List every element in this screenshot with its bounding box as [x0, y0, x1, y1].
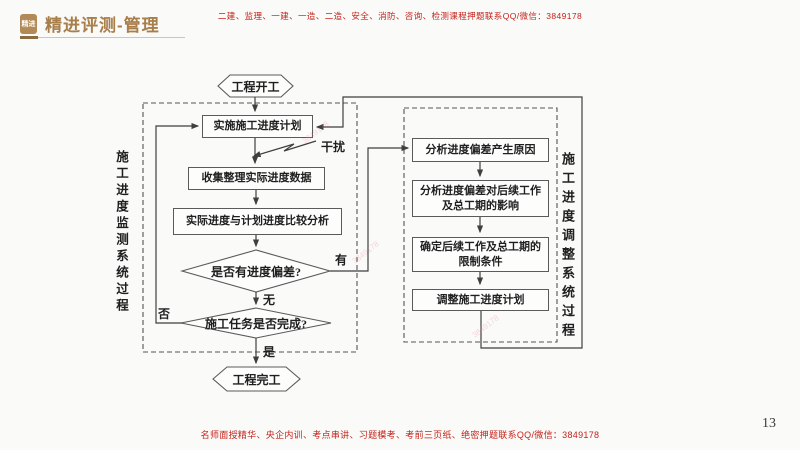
complete-decision-label: 施工任务是否完成?: [204, 316, 307, 331]
page-number: 13: [762, 416, 776, 431]
yes-branch-connector: [330, 144, 410, 272]
disturbance-zigzag-arrow: [252, 140, 317, 158]
compare-analysis-box: 实际进度与计划进度比较分析: [173, 208, 342, 235]
no-loop-connector: [155, 122, 200, 324]
end-hexagon: [212, 366, 301, 392]
flow-arrows: [155, 96, 583, 365]
implement-plan-box: 实施施工进度计划: [202, 115, 313, 138]
collect-data-box: 收集整理实际进度数据: [188, 167, 325, 190]
adjust-plan-box: 调整施工进度计划: [412, 289, 549, 311]
start-node-label: 工程开工: [231, 79, 280, 94]
adjust-return-connector: [315, 96, 583, 349]
analyze-impact-box: 分析进度偏差对后续工作及总工期的影响: [412, 180, 549, 217]
deviation-decision-label: 是否有进度偏差?: [210, 264, 301, 279]
end-node-label: 工程完工: [232, 372, 281, 387]
page-title: 精进评测-管理: [45, 16, 160, 35]
monitoring-system-dashed-box: [142, 102, 358, 353]
branch-label-complete: 是: [263, 345, 276, 359]
complete-diamond: [180, 307, 332, 339]
branch-label-no-deviation: 无: [263, 293, 276, 307]
adjustment-system-label: 施工进度调整系统过程: [560, 152, 575, 342]
determine-constraints-box: 确定后续工作及总工期的限制条件: [412, 237, 549, 272]
title-underline-accent: [20, 36, 38, 39]
branch-label-not-complete: 否: [158, 307, 171, 321]
title-underline: [38, 37, 185, 38]
brand-logo: 精进: [20, 14, 37, 34]
disturbance-label: 干扰: [321, 140, 346, 154]
top-notice-text: 二建、监理、一建、一造、二造、安全、消防、咨询、检测课程押题联系QQ/微信：38…: [217, 11, 583, 21]
footer-notice-text: 名师面授精华、央企内训、考点串讲、习题模考、考前三页纸、绝密押题联系QQ/微信：…: [200, 430, 600, 440]
branch-label-yes-deviation: 有: [335, 253, 348, 267]
monitoring-system-label: 施工进度监测系统过程: [114, 150, 128, 315]
start-hexagon: [217, 74, 294, 98]
analyze-cause-box: 分析进度偏差产生原因: [412, 138, 549, 162]
adjustment-system-dashed-box: [403, 107, 558, 343]
